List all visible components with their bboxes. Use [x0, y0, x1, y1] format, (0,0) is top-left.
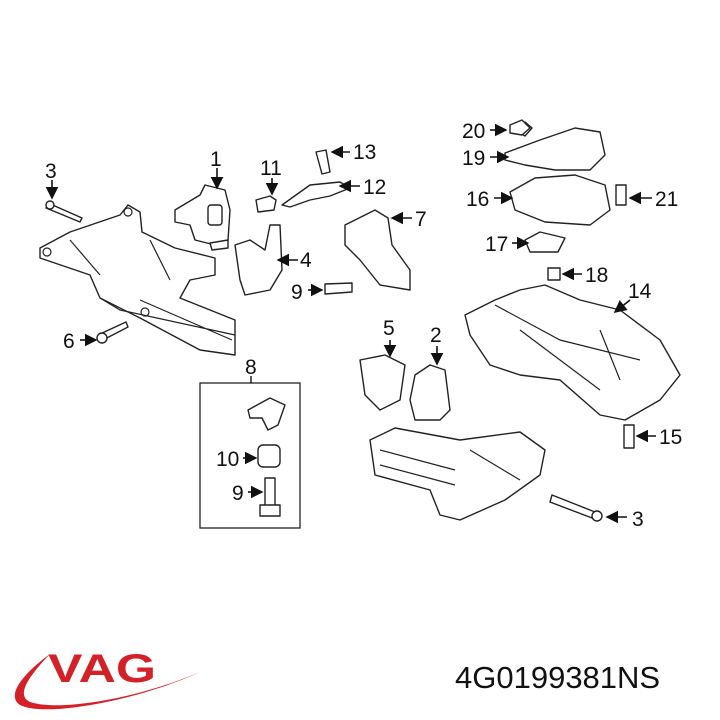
vag-logo: VAG	[14, 647, 200, 710]
bracket-5	[359, 354, 406, 411]
svg-text:VAG: VAG	[48, 647, 156, 691]
callout-10: 10	[216, 448, 239, 471]
mount-16	[509, 174, 611, 226]
callout-4: 4	[300, 249, 312, 272]
callout-arrows	[45, 123, 656, 524]
nut-20	[509, 119, 531, 136]
callout-9: 9	[291, 281, 303, 304]
engine-mount-1	[174, 184, 231, 251]
front-subframe	[39, 204, 236, 356]
callout-18: 18	[585, 264, 608, 287]
rear-subframe-14	[464, 284, 681, 421]
callout-13: 13	[353, 141, 376, 164]
part-11	[255, 195, 277, 213]
callout-2: 2	[430, 324, 442, 347]
bolt-3-rear	[549, 494, 596, 519]
part-number: 4G0199381NS	[455, 660, 661, 695]
callout-1: 1	[210, 148, 222, 171]
engine-mount-2	[409, 364, 451, 421]
bolt-13	[315, 149, 331, 175]
callout-7: 7	[415, 208, 427, 231]
kit-box-8	[199, 382, 301, 529]
callout-11: 11	[260, 157, 282, 180]
callout-17: 17	[485, 233, 508, 256]
callout-9-kit: 9	[232, 482, 244, 505]
callout-3-rear: 3	[632, 508, 644, 531]
callout-16: 16	[466, 188, 489, 211]
callout-6: 6	[63, 330, 75, 353]
callout-5: 5	[383, 317, 395, 340]
bushing-10	[257, 444, 281, 468]
bolt-21	[615, 184, 627, 206]
bolt-15	[623, 424, 635, 449]
bracket-kit	[247, 397, 286, 431]
bolt-9	[324, 282, 353, 295]
bracket-12	[281, 181, 351, 208]
callout-20: 20	[462, 120, 485, 143]
callout-19: 19	[462, 147, 485, 170]
bracket-17	[524, 231, 566, 253]
callout-12: 12	[363, 176, 386, 199]
callout-3: 3	[45, 160, 57, 183]
callout-8: 8	[245, 356, 257, 379]
bracket-4	[234, 224, 283, 296]
callout-14: 14	[628, 280, 652, 303]
nut-18	[547, 267, 561, 281]
rear-axle	[369, 427, 546, 521]
bracket-7	[344, 209, 411, 291]
callout-21: 21	[655, 188, 678, 211]
callout-15: 15	[659, 426, 682, 449]
